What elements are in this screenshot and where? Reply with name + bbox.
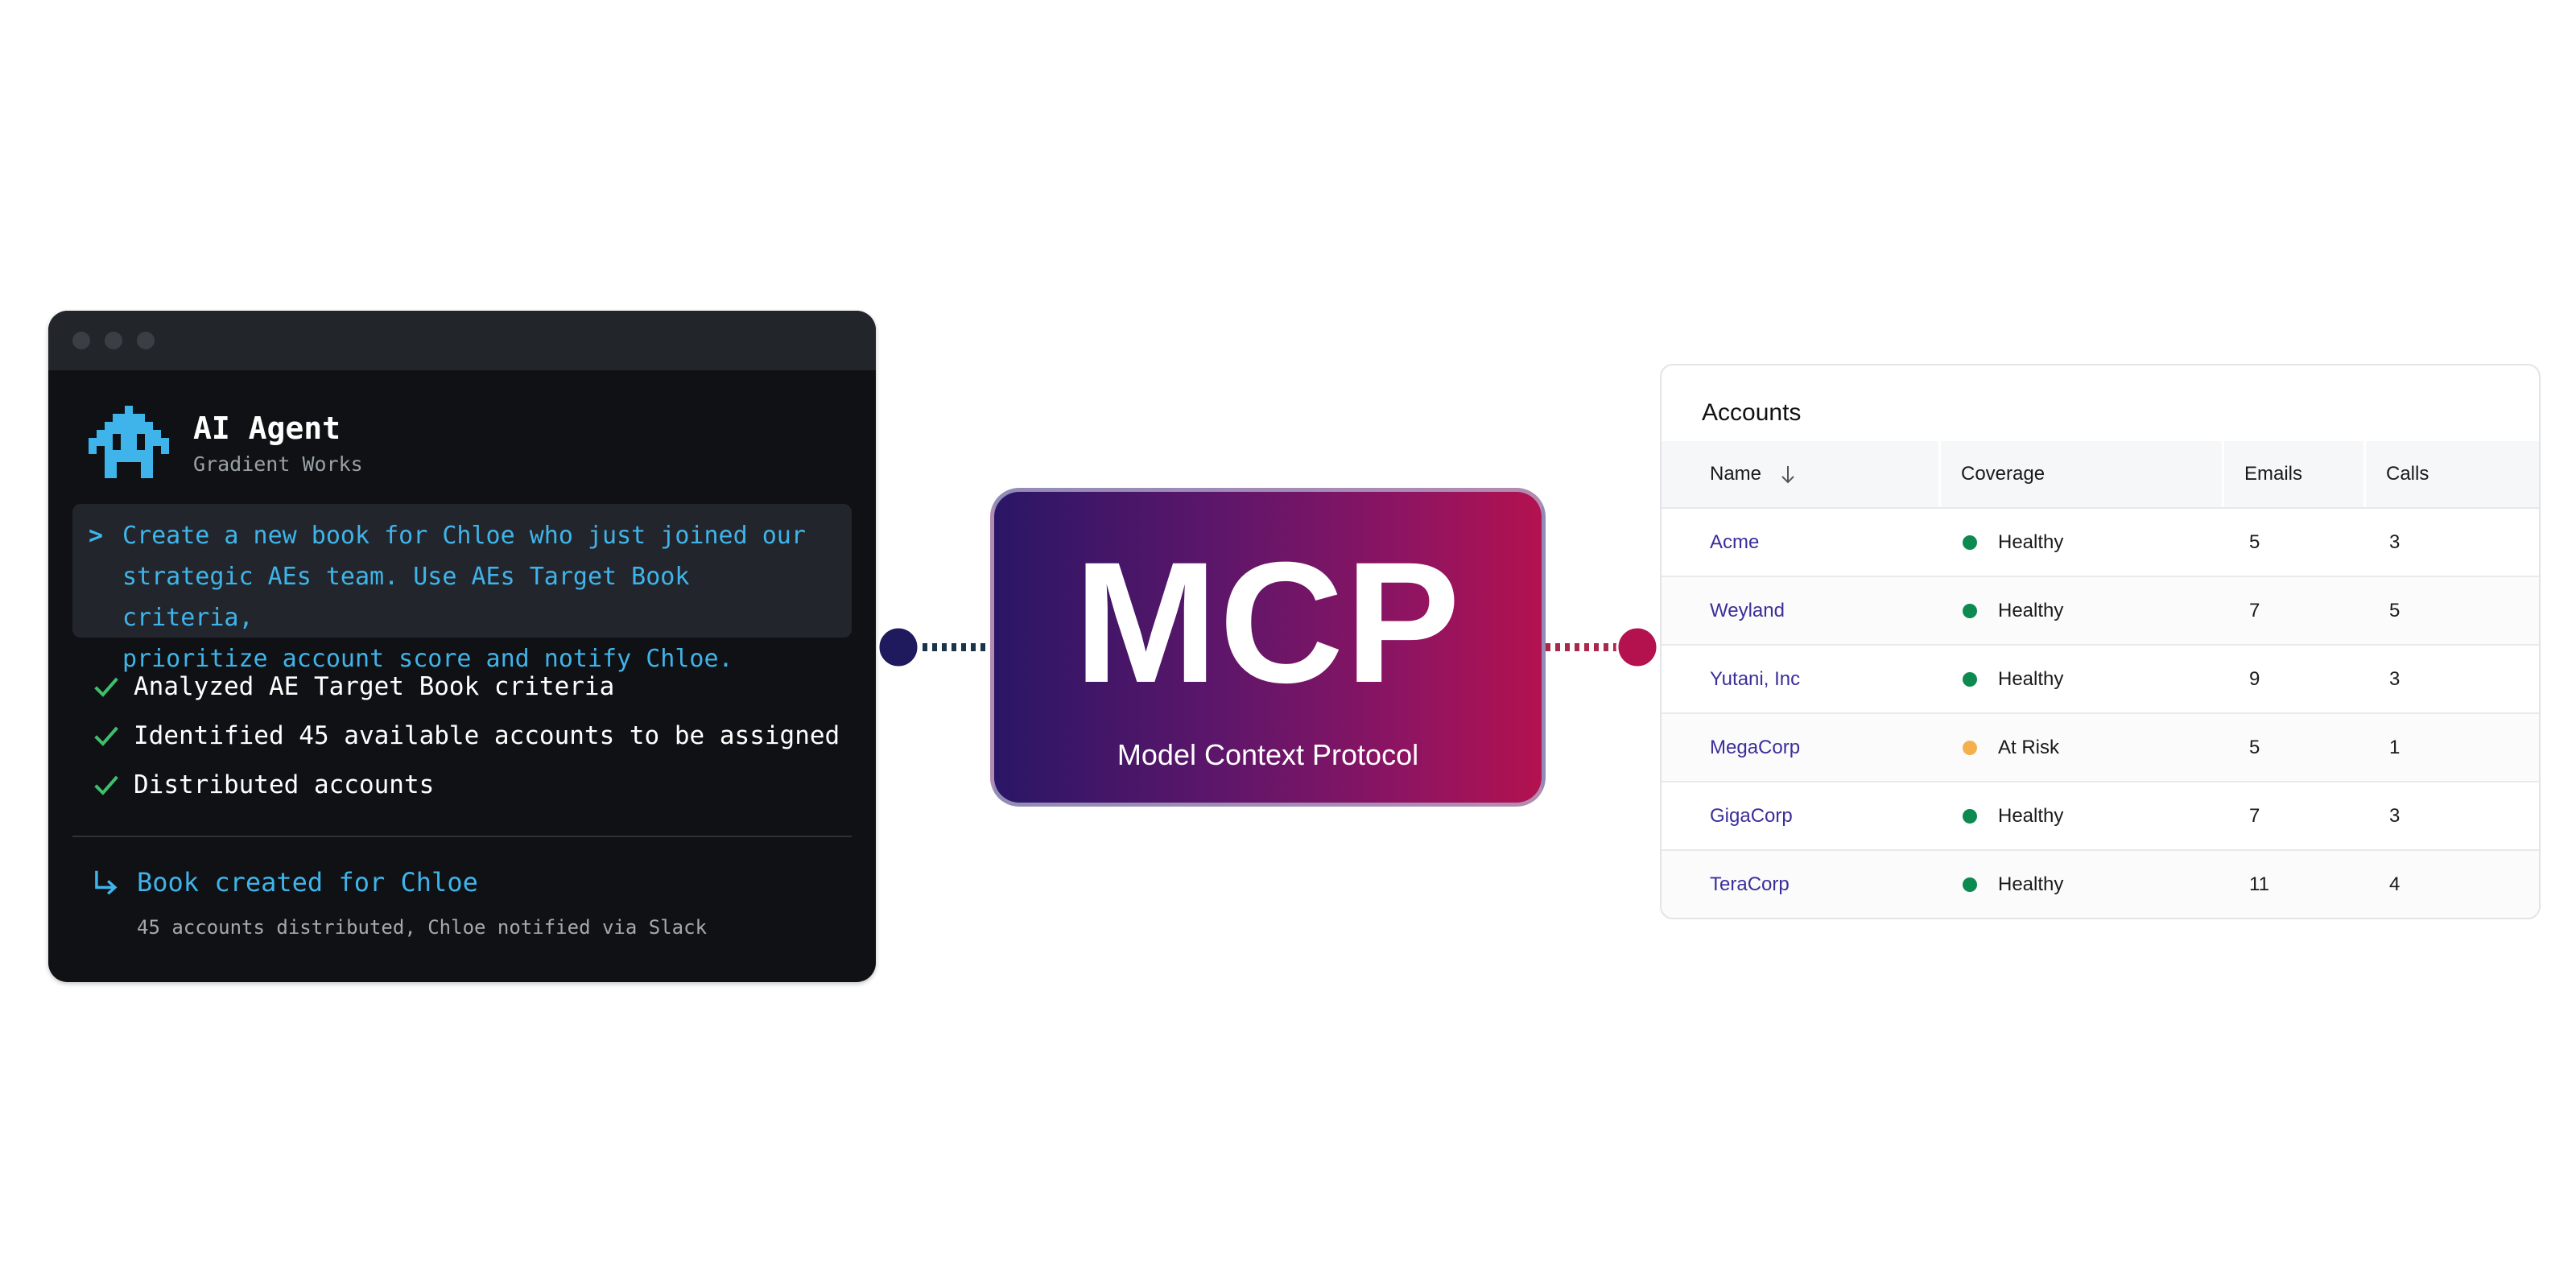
- account-name-link[interactable]: Weyland: [1710, 600, 1785, 621]
- table-row[interactable]: GigaCorp Healthy 7 3: [1662, 782, 2539, 851]
- emails-count: 7: [2249, 805, 2260, 827]
- agent-steps: Analyzed AE Target Book criteria Identif…: [90, 662, 840, 809]
- column-divider[interactable]: [2222, 441, 2224, 507]
- window-maximize-dot[interactable]: [137, 332, 155, 349]
- account-name-link[interactable]: GigaCorp: [1710, 805, 1793, 827]
- table-row[interactable]: Yutani, Inc Healthy 9 3: [1662, 646, 2539, 714]
- coverage-cell: At Risk: [1963, 714, 2059, 781]
- emails-count: 5: [2249, 531, 2260, 553]
- coverage-label: Healthy: [1998, 531, 2064, 553]
- coverage-cell: Healthy: [1963, 509, 2063, 576]
- coverage-cell: Healthy: [1963, 851, 2063, 918]
- divider: [72, 836, 852, 837]
- step-label: Identified 45 available accounts to be a…: [134, 720, 840, 750]
- step-item: Identified 45 available accounts to be a…: [90, 711, 840, 760]
- step-label: Distributed accounts: [134, 770, 435, 799]
- coverage-label: Healthy: [1998, 805, 2064, 827]
- agent-result: Book created for Chloe 45 accounts distr…: [90, 866, 707, 939]
- calls-count: 3: [2389, 531, 2401, 553]
- emails-count: 7: [2249, 600, 2260, 621]
- status-dot: [1963, 535, 1977, 550]
- coverage-label: Healthy: [1998, 668, 2064, 690]
- coverage-label: At Risk: [1998, 737, 2060, 758]
- table-row[interactable]: Weyland Healthy 7 5: [1662, 577, 2539, 646]
- mcp-box: MCP Model Context Protocol: [990, 488, 1546, 807]
- agent-title: AI Agent: [193, 411, 341, 446]
- window-close-dot[interactable]: [72, 332, 90, 349]
- status-dot: [1963, 603, 1977, 618]
- return-arrow-icon: [95, 870, 118, 895]
- prompt-text: Create a new book for Chloe who just joi…: [122, 522, 806, 673]
- calls-count: 1: [2389, 737, 2401, 758]
- mcp-title: MCP: [1074, 526, 1462, 719]
- account-name-link[interactable]: Acme: [1710, 531, 1760, 553]
- right-connector: [1546, 625, 1658, 669]
- account-name-link[interactable]: Yutani, Inc: [1710, 668, 1801, 690]
- status-dot: [1963, 808, 1977, 824]
- calls-count: 3: [2389, 668, 2401, 690]
- table-row[interactable]: MegaCorp At Risk 5 1: [1662, 714, 2539, 782]
- check-icon: [94, 775, 118, 795]
- emails-count: 5: [2249, 737, 2260, 758]
- mcp-subtitle: Model Context Protocol: [1117, 738, 1419, 771]
- column-header-emails[interactable]: Emails: [2244, 463, 2303, 485]
- table-row[interactable]: Acme Healthy 5 3: [1662, 509, 2539, 577]
- window-minimize-dot[interactable]: [105, 332, 122, 349]
- arrow-down-icon[interactable]: [1778, 464, 1798, 486]
- left-connector: [877, 625, 993, 669]
- agent-window: AI Agent Gradient Works > Create a new b…: [48, 311, 876, 982]
- robot-icon: [89, 406, 169, 478]
- agent-subtitle: Gradient Works: [193, 452, 363, 476]
- coverage-cell: Healthy: [1963, 782, 2063, 849]
- result-subtitle: 45 accounts distributed, Chloe notified …: [137, 916, 708, 939]
- status-dot: [1963, 877, 1977, 892]
- check-icon: [94, 677, 118, 697]
- table-header: Name Coverage Emails Calls: [1662, 441, 2539, 509]
- coverage-label: Healthy: [1998, 873, 2064, 895]
- column-divider[interactable]: [1938, 441, 1941, 507]
- column-header-label: Name: [1710, 463, 1762, 485]
- window-titlebar: [48, 311, 876, 370]
- coverage-label: Healthy: [1998, 600, 2064, 621]
- status-dot: [1963, 740, 1977, 755]
- emails-count: 9: [2249, 668, 2260, 690]
- accounts-panel: Accounts Name Coverage Emails Calls Acme…: [1660, 364, 2541, 919]
- calls-count: 5: [2389, 600, 2401, 621]
- account-name-link[interactable]: TeraCorp: [1710, 873, 1790, 895]
- calls-count: 3: [2389, 805, 2401, 827]
- column-header-coverage[interactable]: Coverage: [1961, 463, 2046, 485]
- step-item: Distributed accounts: [90, 760, 840, 809]
- prompt-box[interactable]: > Create a new book for Chloe who just j…: [72, 504, 852, 673]
- result-title[interactable]: Book created for Chloe: [137, 867, 478, 898]
- column-header-name[interactable]: Name: [1710, 441, 1798, 507]
- agent-header: AI Agent Gradient Works: [89, 406, 363, 486]
- column-divider[interactable]: [2363, 441, 2366, 507]
- coverage-cell: Healthy: [1963, 646, 2063, 712]
- prompt-caret: >: [89, 522, 104, 550]
- status-dot: [1963, 671, 1977, 687]
- account-name-link[interactable]: MegaCorp: [1710, 737, 1801, 758]
- table-row[interactable]: TeraCorp Healthy 11 4: [1662, 851, 2539, 918]
- emails-count: 11: [2249, 873, 2269, 895]
- step-item: Analyzed AE Target Book criteria: [90, 662, 840, 711]
- accounts-title: Accounts: [1702, 399, 1802, 426]
- check-icon: [94, 726, 118, 746]
- table-body: Acme Healthy 5 3 Weyland Healthy 7 5 Yut…: [1662, 509, 2539, 918]
- column-header-calls[interactable]: Calls: [2386, 463, 2429, 485]
- coverage-cell: Healthy: [1963, 577, 2063, 644]
- step-label: Analyzed AE Target Book criteria: [134, 671, 615, 701]
- calls-count: 4: [2389, 873, 2401, 895]
